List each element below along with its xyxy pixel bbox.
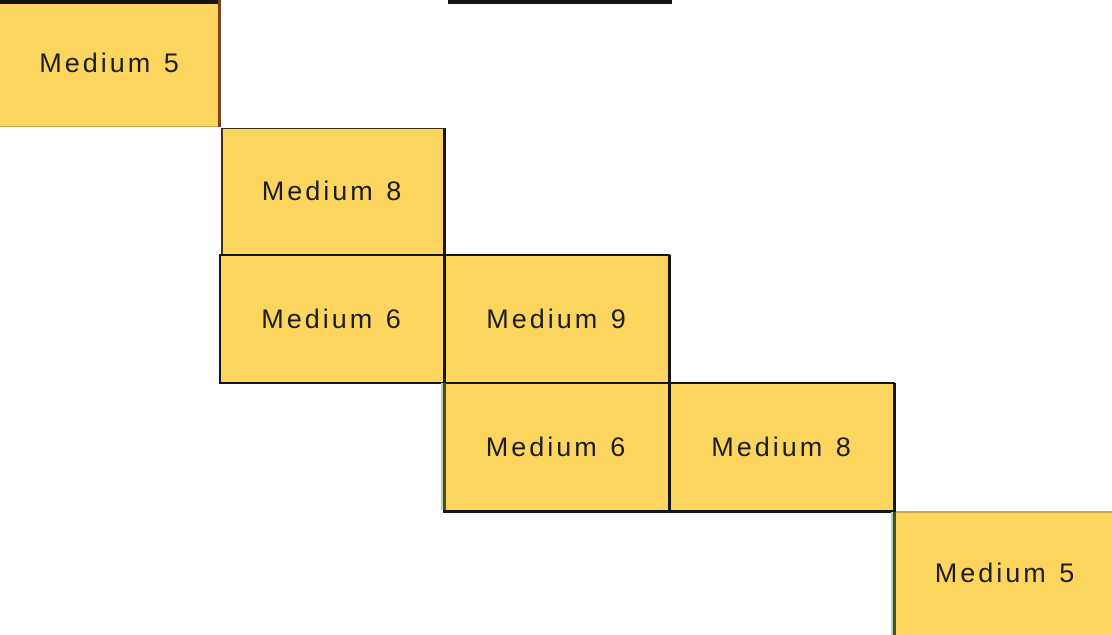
task-box-label: Medium 6 [261,303,404,334]
task-box-medium-6-row3[interactable]: Medium 6 [220,255,445,383]
task-box-label: Medium 5 [934,558,1078,588]
offscreen-box-bottom-border [448,0,672,4]
task-box-label: Medium 8 [261,176,405,206]
task-box-label: Medium 5 [39,48,182,78]
task-box-label: Medium 8 [711,432,854,462]
box5-left-border-light [440,383,443,510]
task-box-label: Medium 9 [486,303,629,334]
task-box-medium-8-row2[interactable]: Medium 8 [221,128,445,255]
task-box-medium-5-top-left[interactable]: Medium 5 [0,0,221,127]
task-box-medium-8-row4[interactable]: Medium 8 [670,383,895,512]
task-box-medium-5-bottom-right[interactable]: Medium 5 [893,512,1112,635]
task-box-medium-9-row3[interactable]: Medium 9 [445,255,670,383]
task-box-label: Medium 6 [485,432,629,462]
task-box-medium-6-row4[interactable]: Medium 6 [444,383,670,512]
